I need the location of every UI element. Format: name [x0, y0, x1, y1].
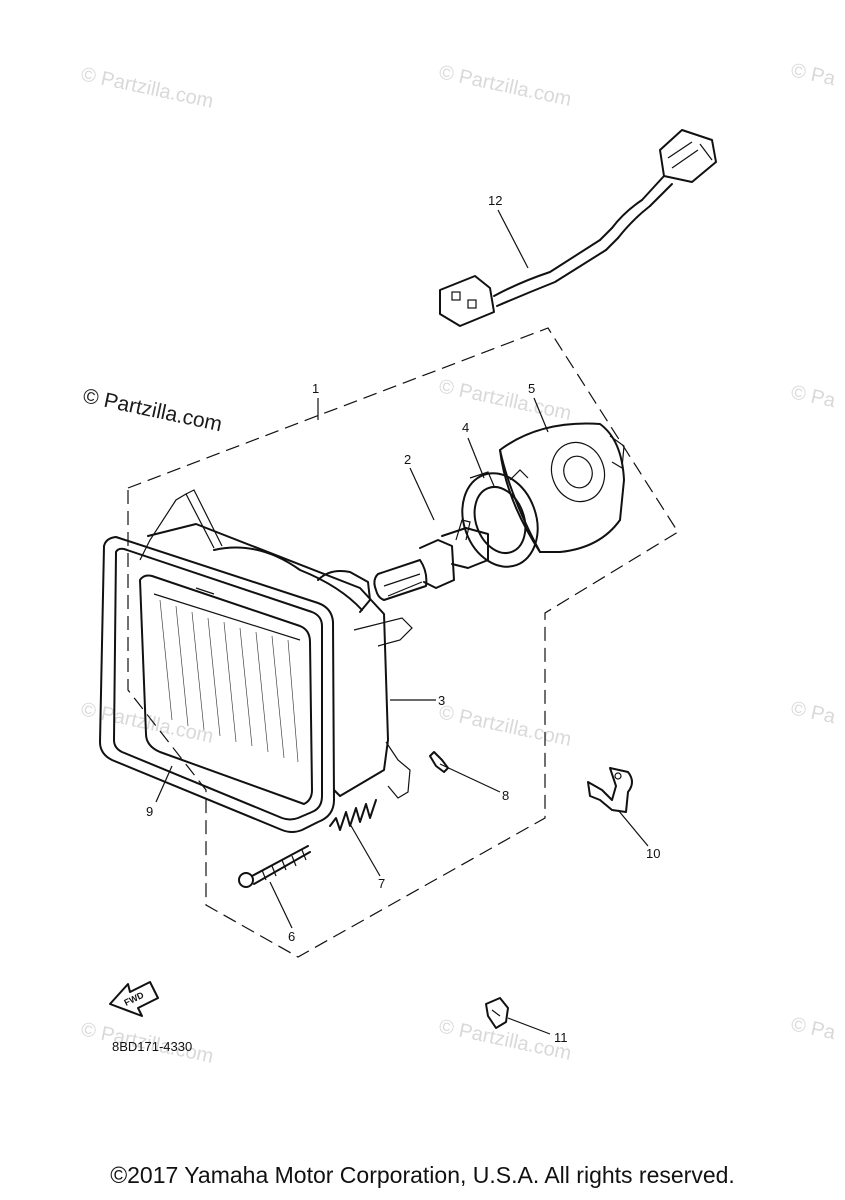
bulb-cover	[499, 422, 625, 553]
watermark: © Pa	[789, 1013, 838, 1044]
callout-2: 2	[404, 452, 411, 467]
watermark: © Pa	[789, 697, 838, 728]
watermark: © Partzilla.com	[437, 701, 573, 751]
callout-3: 3	[438, 693, 445, 708]
cable-clamp	[587, 767, 633, 813]
wire-clip	[485, 997, 509, 1029]
headlight-rim	[99, 536, 335, 833]
fwd-arrow-icon: FWD	[109, 981, 159, 1017]
diagram-code: 8BD171-4330	[112, 1039, 192, 1054]
wire-harness	[439, 129, 717, 327]
leader-lines	[155, 209, 649, 1035]
callout-8: 8	[502, 788, 509, 803]
callout-6: 6	[288, 929, 295, 944]
callout-9: 9	[146, 804, 153, 819]
watermark: © Pa	[789, 381, 838, 412]
callout-1: 1	[312, 381, 319, 396]
watermark: © Partzilla.com	[79, 63, 215, 113]
copyright-notice: ©2017 Yamaha Motor Corporation, U.S.A. A…	[110, 1162, 735, 1188]
retaining-clip	[429, 751, 449, 773]
watermark: © Partzilla.com	[437, 375, 573, 425]
adjusting-spring	[329, 799, 377, 831]
callout-4: 4	[462, 420, 469, 435]
adjusting-screw	[238, 845, 311, 888]
callout-7: 7	[378, 876, 385, 891]
watermark: © Partzilla.com	[81, 384, 224, 436]
callout-labels: 1 2 3 4 5 6 7 8 9 10 11 12	[146, 193, 660, 1045]
headlight-bulb	[373, 519, 489, 601]
watermark: © Pa	[789, 59, 838, 90]
headlight-unit	[139, 489, 413, 805]
assembly-boundary	[127, 327, 679, 958]
callout-12: 12	[488, 193, 502, 208]
bulb-retainer-ring	[461, 469, 539, 568]
callout-11: 11	[554, 1030, 568, 1045]
callout-10: 10	[646, 846, 660, 861]
watermark: © Partzilla.com	[437, 61, 573, 111]
watermark-layer: © Partzilla.com © Partzilla.com © Pa © P…	[79, 59, 838, 1068]
callout-5: 5	[528, 381, 535, 396]
